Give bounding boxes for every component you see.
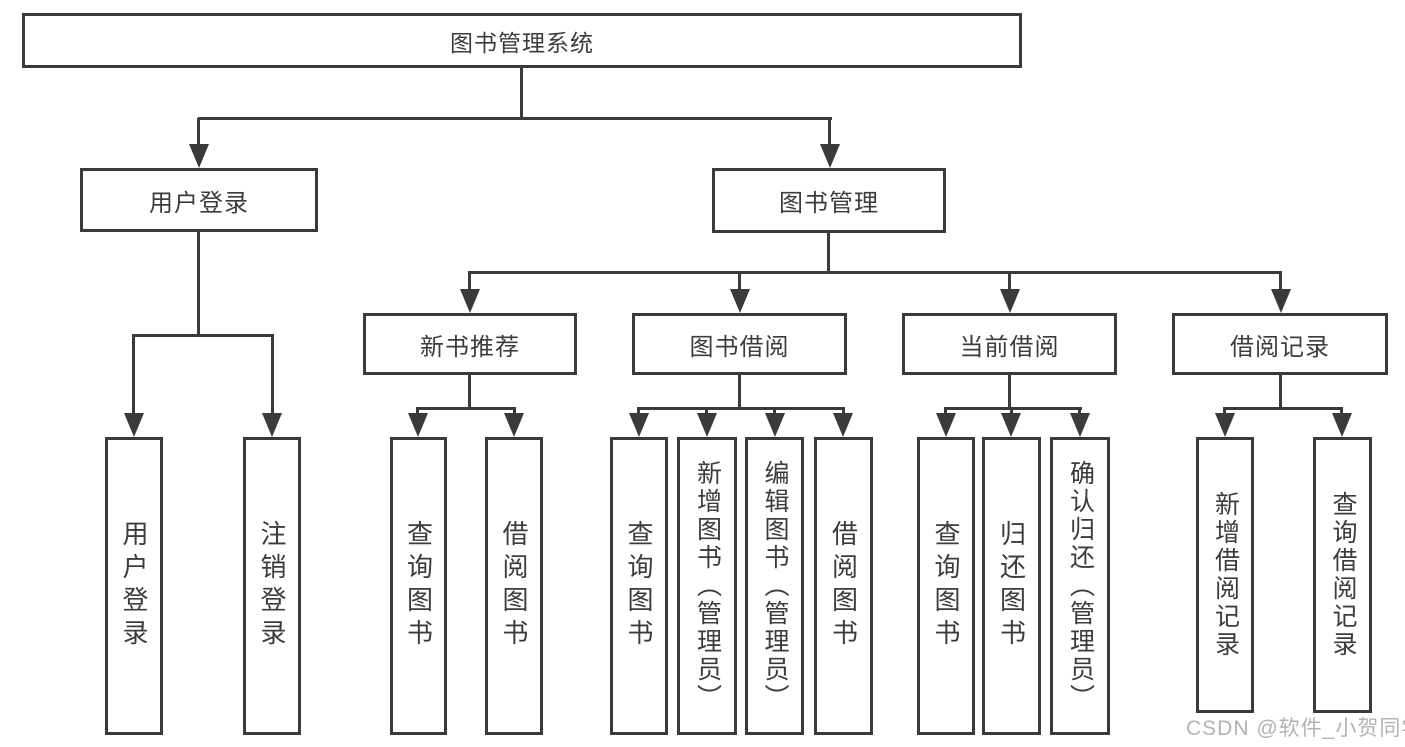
connector-leaf-stem [705, 408, 708, 414]
leaf-borrow-books: 借阅图书 [814, 437, 873, 735]
node-user-login: 用户登录 [80, 168, 318, 232]
connector-new-books-stem [468, 375, 471, 408]
connector-borrow-records-stem [1279, 375, 1282, 408]
connector-to-current-borrow [1008, 272, 1011, 290]
arrow-down-icon [629, 413, 649, 437]
leaf-borrow-books-newrec: 借阅图书 [485, 437, 543, 735]
arrow-down-icon [1215, 413, 1235, 437]
arrow-down-icon [833, 413, 853, 437]
leaf-query-books-borrow: 查询图书 [610, 437, 668, 735]
leaf-confirm-return-admin: 确认归还（管理员） [1050, 437, 1110, 735]
connector-leaf-stem [842, 408, 845, 414]
leaf-add-books-admin: 新增图书（管理员） [677, 437, 737, 735]
arrow-down-icon [1001, 413, 1021, 437]
leaf-edit-books-admin: 编辑图书（管理员） [745, 437, 804, 735]
connector-to-borrow-records [1279, 272, 1282, 290]
connector-book-mgmt-stem [827, 233, 830, 272]
leaf-add-borrow-record: 新增借阅记录 [1196, 437, 1254, 713]
arrow-down-icon [504, 413, 524, 437]
arrow-down-icon [1000, 289, 1020, 313]
leaf-query-books-newrec: 查询图书 [390, 437, 447, 735]
arrow-down-icon [1070, 413, 1090, 437]
leaf-logout: 注销登录 [243, 437, 301, 735]
arrow-down-icon [189, 144, 209, 168]
connector-leaf-stem [944, 408, 947, 414]
arrow-down-icon [124, 413, 144, 437]
connector-new-books-branch [416, 407, 516, 410]
connector-user-login-branch [132, 334, 274, 337]
connector-level3-branch [468, 271, 1282, 274]
leaf-return-books: 归还图书 [982, 437, 1041, 735]
connector-to-user-login [197, 118, 200, 146]
leaf-query-borrow-record: 查询借阅记录 [1313, 437, 1372, 713]
connector-to-new-books [468, 272, 471, 290]
arrow-down-icon [765, 413, 785, 437]
connector-current-borrow-branch [944, 407, 1082, 410]
connector-root-stem [520, 68, 523, 118]
connector-book-borrow-branch [637, 407, 845, 410]
node-root: 图书管理系统 [22, 13, 1022, 68]
node-borrow-records: 借阅记录 [1172, 313, 1388, 375]
node-book-borrowing: 图书借阅 [632, 313, 847, 375]
arrow-down-icon [1271, 289, 1291, 313]
leaf-query-books-current: 查询图书 [917, 437, 975, 735]
node-new-book-recommend: 新书推荐 [363, 313, 577, 375]
connector-to-leaf-logout [271, 335, 274, 414]
csdn-watermark: CSDN @软件_小贺同学 [1186, 717, 1405, 740]
arrow-down-icon [730, 289, 750, 313]
connector-leaf-stem [1078, 408, 1081, 414]
connector-to-leaf-login [132, 335, 135, 414]
arrow-down-icon [408, 413, 428, 437]
arrow-down-icon [262, 413, 282, 437]
connector-borrow-records-branch [1223, 407, 1343, 410]
connector-level2-branch [198, 117, 832, 120]
node-current-borrowing: 当前借阅 [902, 313, 1117, 375]
leaf-user-login: 用户登录 [105, 437, 163, 735]
connector-to-book-borrow [738, 272, 741, 290]
connector-leaf-stem [513, 408, 516, 414]
connector-book-borrow-stem [738, 375, 741, 408]
connector-user-login-stem [197, 232, 200, 335]
connector-leaf-stem [1340, 408, 1343, 414]
connector-current-borrow-stem [1008, 375, 1011, 408]
connector-leaf-stem [416, 408, 419, 414]
node-book-management: 图书管理 [712, 168, 946, 233]
connector-leaf-stem [1010, 408, 1013, 414]
connector-leaf-stem [773, 408, 776, 414]
arrow-down-icon [936, 413, 956, 437]
arrow-down-icon [460, 289, 480, 313]
arrow-down-icon [697, 413, 717, 437]
arrow-down-icon [820, 144, 840, 168]
connector-to-book-mgmt [828, 118, 831, 146]
connector-leaf-stem [637, 408, 640, 414]
arrow-down-icon [1332, 413, 1352, 437]
connector-leaf-stem [1223, 408, 1226, 414]
